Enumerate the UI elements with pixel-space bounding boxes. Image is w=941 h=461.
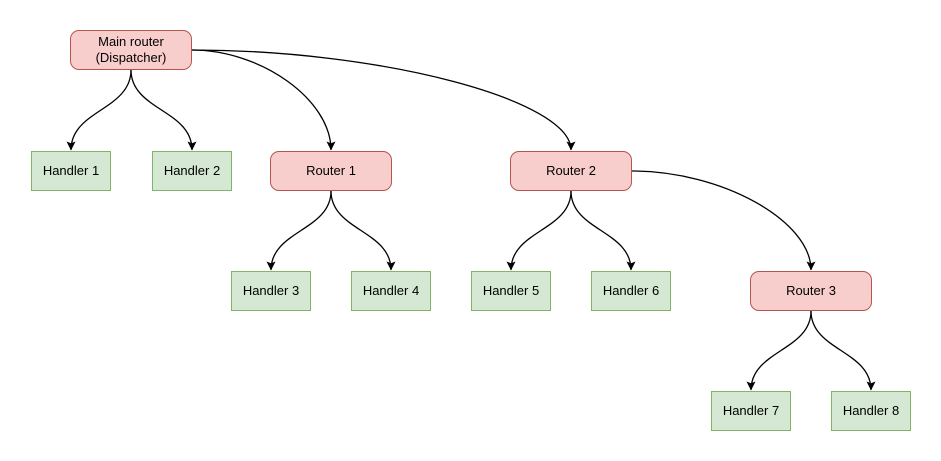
node-handler-2-label: Handler 2 — [163, 163, 221, 178]
node-router-1-label: Router 1 — [306, 163, 356, 178]
node-handler-4-label: Handler 4 — [362, 283, 420, 298]
node-handler-2: Handler 2 — [152, 151, 232, 191]
node-handler-8-label: Handler 8 — [842, 403, 900, 418]
edge-router2-to-router3 — [631, 170, 816, 271]
node-handler-6: Handler 6 — [591, 271, 671, 311]
node-handler-7: Handler 7 — [711, 391, 791, 431]
node-handler-3: Handler 3 — [231, 271, 311, 311]
edge-router3-to-handler7 — [746, 310, 812, 391]
edge-main-to-router1 — [191, 49, 336, 151]
edge-main-to-handler1 — [66, 69, 132, 151]
edge-router2-to-handler6 — [570, 190, 636, 271]
node-handler-1: Handler 1 — [31, 151, 111, 191]
node-router-2-label: Router 2 — [546, 163, 596, 178]
edge-router3-to-handler8 — [810, 310, 876, 391]
node-main-router: Main router (Dispatcher) — [70, 30, 192, 70]
node-handler-1-label: Handler 1 — [42, 163, 100, 178]
node-handler-4: Handler 4 — [351, 271, 431, 311]
edge-router2-to-handler5 — [506, 190, 572, 271]
edge-router1-to-handler3 — [266, 190, 332, 271]
edge-router1-to-handler4 — [330, 190, 396, 271]
node-handler-5: Handler 5 — [471, 271, 551, 311]
node-handler-6-label: Handler 6 — [602, 283, 660, 298]
node-handler-8: Handler 8 — [831, 391, 911, 431]
edge-main-to-router2 — [191, 49, 576, 151]
node-router-1: Router 1 — [270, 151, 392, 191]
node-router-3: Router 3 — [750, 271, 872, 311]
edge-main-to-handler2 — [130, 69, 197, 151]
node-router-3-label: Router 3 — [786, 283, 836, 298]
node-router-2: Router 2 — [510, 151, 632, 191]
node-handler-5-label: Handler 5 — [482, 283, 540, 298]
node-handler-3-label: Handler 3 — [242, 283, 300, 298]
node-handler-7-label: Handler 7 — [722, 403, 780, 418]
node-main-router-label: Main router (Dispatcher) — [95, 34, 167, 65]
